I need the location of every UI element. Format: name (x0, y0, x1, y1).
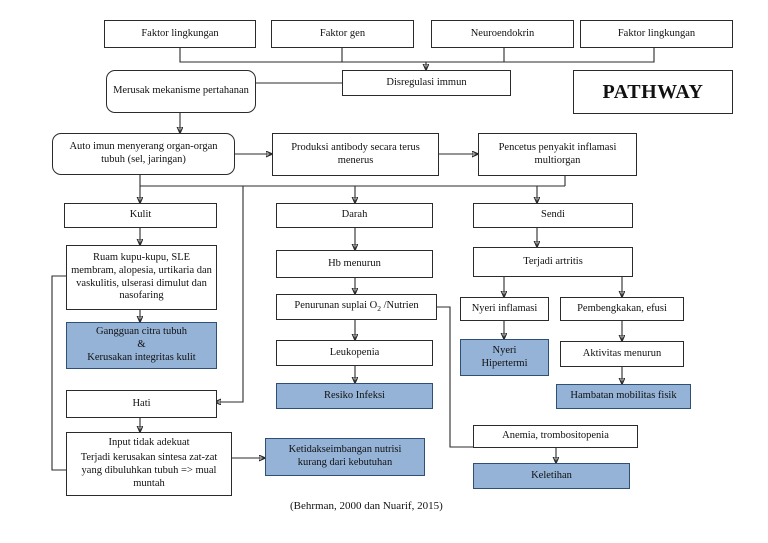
pathway-title-label: PATHWAY (602, 80, 704, 103)
node-label: Keletihan (531, 469, 572, 481)
wire-ruam-feedback-down (51, 275, 66, 471)
node-label: Disregulasi immun (386, 76, 467, 88)
node-terjadi-artritis[interactable]: Terjadi artritis (473, 247, 633, 277)
node-darah[interactable]: Darah (276, 203, 433, 228)
node-penurunan-suplai[interactable]: Penurunan suplai O2 /Nutrien (276, 294, 437, 320)
node-aktivitas-menurun[interactable]: Aktivitas menurun (560, 341, 684, 367)
node-label-line3: Kerusakan integritas kulit (87, 351, 196, 363)
node-disregulasi-immun[interactable]: Disregulasi immun (342, 70, 511, 96)
node-nyeri-hipertermi[interactable]: Nyeri Hipertermi (460, 339, 549, 376)
node-label: Darah (341, 209, 368, 221)
suplai-prefix: Penurunan suplai O (294, 300, 378, 312)
node-label: Kulit (129, 209, 152, 221)
node-label: Penurunan suplai O2 /Nutrien (281, 300, 432, 313)
node-pathway-title: PATHWAY (573, 70, 733, 114)
node-label: Pembengkakan, efusi (577, 302, 667, 314)
node-ruam-kupu-kupu[interactable]: Ruam kupu-kupu, SLE membram, alopesia, u… (66, 245, 217, 310)
node-gangguan-citra-tubuh[interactable]: Gangguan citra tubuh & Kerusakan integri… (66, 322, 217, 369)
node-faktor-gen[interactable]: Faktor gen (271, 20, 414, 48)
wire-neuro-to-bus (342, 48, 505, 63)
source-caption: (Behrman, 2000 dan Nuarif, 2015) (290, 500, 443, 512)
node-hati[interactable]: Hati (66, 390, 217, 418)
wire-lingkungan1-to-bus (179, 48, 342, 63)
node-leukopenia[interactable]: Leukopenia (276, 340, 433, 366)
node-resiko-infeksi[interactable]: Resiko Infeksi (276, 383, 433, 409)
node-label: Faktor gen (319, 27, 366, 39)
node-label: Sendi (541, 209, 565, 221)
node-label: Nyeri inflamasi (471, 302, 538, 314)
node-label-line1: Gangguan citra tubuh (96, 326, 187, 338)
node-label: Resiko Infeksi (324, 389, 385, 401)
node-label: Hati (132, 397, 151, 409)
wire-lingkungan2-to-bus (504, 48, 655, 63)
node-pembengkakan-efusi[interactable]: Pembengkakan, efusi (560, 297, 684, 321)
node-merusak-mekanisme[interactable]: Merusak mekanisme pertahanan (106, 70, 256, 113)
node-sendi[interactable]: Sendi (473, 203, 633, 228)
node-label-line1: Nyeri (492, 344, 517, 356)
node-label: Merusak mekanisme pertahanan (113, 85, 249, 97)
node-label-line2: kurang dari kebutuhan (297, 457, 393, 468)
node-label: Produksi antibody secara terus menerus (291, 141, 420, 166)
node-faktor-lingkungan-2[interactable]: Faktor lingkungan (580, 20, 733, 48)
node-label: Aktivitas menurun (582, 347, 662, 359)
node-anemia-trombositopenia[interactable]: Anemia, trombositopenia (473, 425, 638, 448)
node-pencetus-penyakit[interactable]: Pencetus penyakit inflamasi multiorgan (478, 133, 637, 176)
node-label: Hambatan mobilitas fisik (570, 390, 677, 402)
node-label-line2: Hipertermi (481, 357, 528, 369)
wire-bus-to-hati (215, 186, 244, 402)
node-auto-imun[interactable]: Auto imun menyerang organ-organ tubuh (s… (52, 133, 235, 175)
node-label-line1: Input tidak adekuat (108, 437, 190, 449)
node-label-line1: Ketidakseimbangan nutrisi (288, 444, 402, 456)
node-hb-menurun[interactable]: Hb menurun (276, 250, 433, 278)
node-label: Pencetus penyakit inflamasi multiorgan (498, 141, 617, 166)
suplai-subscript: 2 (377, 304, 381, 314)
node-label: Ruam kupu-kupu, SLE membram, alopesia, u… (71, 251, 212, 302)
node-label-line2: Terjadi kerusakan sintesa zat-zat yang d… (80, 452, 218, 489)
node-label: Hb menurun (328, 257, 381, 269)
node-label-line2: & (137, 339, 146, 351)
node-neuroendokrin[interactable]: Neuroendokrin (431, 20, 574, 48)
node-produksi-antibody[interactable]: Produksi antibody secara terus menerus (272, 133, 439, 176)
node-label: Leukopenia (329, 346, 380, 358)
node-faktor-lingkungan-1[interactable]: Faktor lingkungan (104, 20, 256, 48)
node-label: Faktor lingkungan (617, 27, 696, 39)
node-label: Faktor lingkungan (141, 27, 219, 39)
node-input-tidak-adekuat[interactable]: Input tidak adekuat Terjadi kerusakan si… (66, 432, 232, 496)
node-label: Terjadi artritis (523, 255, 583, 267)
node-label: Neuroendokrin (470, 27, 535, 39)
node-label: Auto imun menyerang organ-organ tubuh (s… (69, 141, 218, 165)
node-keletihan[interactable]: Keletihan (473, 463, 630, 489)
suplai-suffix: /Nutrien (380, 300, 419, 312)
wire-penurunan-to-anemia (437, 306, 473, 448)
node-ketidakseimbangan-nutrisi[interactable]: Ketidakseimbangan nutrisi kurang dari ke… (265, 438, 425, 476)
node-kulit[interactable]: Kulit (64, 203, 217, 228)
node-hambatan-mobilitas-fisik[interactable]: Hambatan mobilitas fisik (556, 384, 691, 409)
node-nyeri-inflamasi[interactable]: Nyeri inflamasi (460, 297, 549, 321)
node-label: Anemia, trombositopenia (502, 430, 609, 442)
